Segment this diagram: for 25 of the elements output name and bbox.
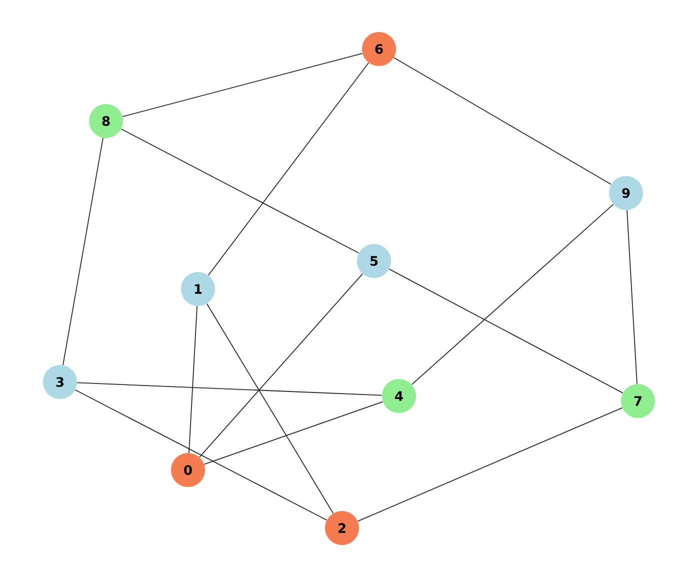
edge-line	[120, 128, 360, 254]
graph-node: 7	[621, 384, 655, 418]
edge-line	[122, 52, 363, 118]
graph-node: 2	[325, 511, 359, 545]
edge-line	[393, 57, 612, 185]
edge-line	[357, 407, 623, 522]
edge-line	[626, 210, 638, 384]
edge-line	[199, 273, 364, 458]
edge-line	[62, 137, 104, 366]
graph-node: 0	[171, 453, 205, 487]
graph-node: 4	[382, 379, 416, 413]
graph-node: 3	[43, 365, 77, 399]
edge-line	[74, 389, 328, 521]
graph-node: 5	[357, 244, 391, 278]
graph-node: 8	[89, 104, 123, 138]
graph-node: 1	[181, 272, 215, 306]
edge-line	[76, 382, 382, 396]
edge-line	[188, 306, 198, 454]
edge-line	[411, 204, 614, 385]
edge-line	[388, 268, 624, 394]
graph-node: 6	[362, 32, 396, 66]
edge-line	[206, 303, 334, 514]
graph-node: 9	[609, 176, 643, 210]
edge-line	[208, 62, 370, 276]
edge-line	[204, 401, 384, 465]
